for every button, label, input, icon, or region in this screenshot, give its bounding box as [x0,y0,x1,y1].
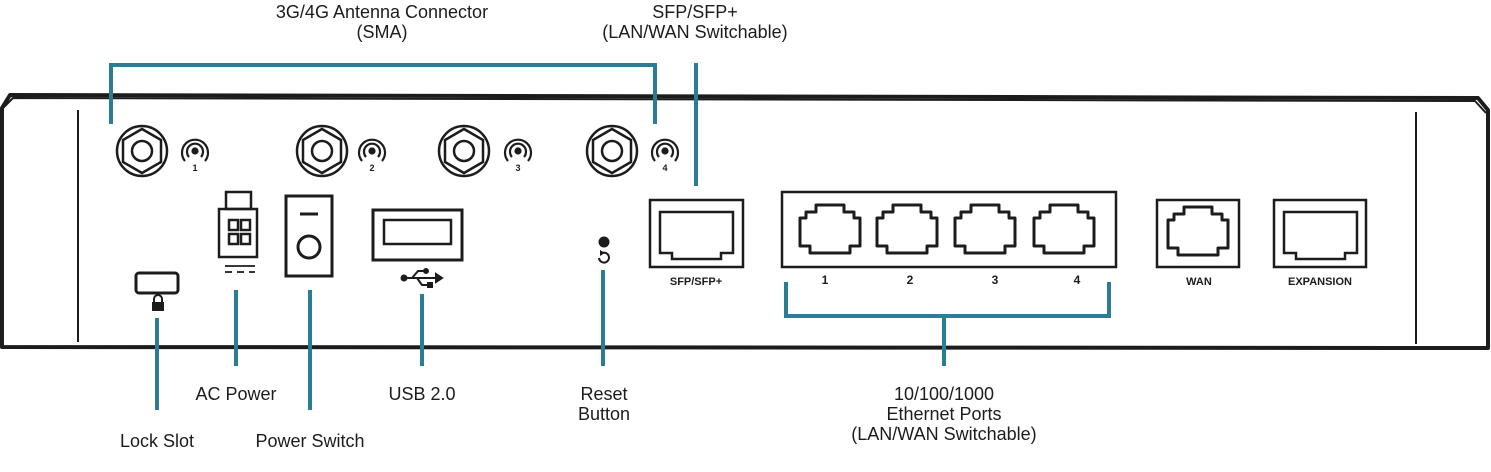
antenna-number-3: 3 [515,163,520,173]
antenna-icon-3 [503,138,533,162]
antenna-callout-line2: (SMA) [356,22,408,42]
wan-port-frame [1155,198,1241,269]
usb-callout: USB 2.0 [362,384,482,404]
sfp-port-label: SFP/SFP+ [670,276,722,288]
ethernet-port-2 [875,203,939,255]
sfp-port [648,198,745,269]
ethernet-port-1 [798,203,862,255]
antenna-number-1: 1 [192,163,197,173]
lan-port-block [780,190,1118,269]
antenna-connector-4 [585,124,639,178]
antenna-leader-line [109,63,657,124]
antenna-connector-1 [115,124,169,178]
lan-port-number-2: 2 [907,273,914,287]
lan-port-number-4: 4 [1074,273,1081,287]
antenna-connector-2 [295,124,349,178]
lock-slot-callout: Lock Slot [97,431,217,451]
usb-port [371,208,464,262]
antenna-callout-line1: 3G/4G Antenna Connector [275,2,489,22]
power-switch-callout-label: Power Switch [255,431,365,451]
expansion-slot [1272,198,1368,269]
reset-callout-line2: Button [577,404,631,424]
ethernet-callout: 10/100/1000 Ethernet Ports (LAN/WAN Swit… [824,384,1064,444]
reset-icon [598,250,610,264]
ethernet-callout-line1: 10/100/1000 [893,384,995,404]
reset-button [598,236,610,248]
reset-callout: Reset Button [553,384,655,424]
wan-ethernet-port [1166,205,1230,257]
antenna-icon-2 [357,138,387,162]
usb-callout-label: USB 2.0 [388,384,456,404]
ethernet-leader-bracket [784,282,1111,318]
chassis [0,93,1490,350]
ethernet-callout-line2: Ethernet Ports [886,404,1002,424]
sfp-callout-line2: (LAN/WAN Switchable) [602,22,788,42]
antenna-icon-4 [650,138,680,162]
antenna-number-2: 2 [369,163,374,173]
antenna-callout: 3G/4G Antenna Connector (SMA) [245,2,519,42]
ethernet-port-4 [1032,203,1096,255]
lan-port-number-1: 1 [822,273,829,287]
lock-slot [134,271,180,295]
ac-power-callout: AC Power [176,384,296,404]
ethernet-port-3 [953,203,1017,255]
antenna-icon-1 [180,138,210,162]
sfp-callout-line1: SFP/SFP+ [652,2,738,22]
reset-callout-line1: Reset [580,384,628,404]
ac-power-callout-label: AC Power [195,384,277,404]
antenna-number-4: 4 [662,163,667,173]
wan-port-label: WAN [1186,276,1212,288]
padlock-icon [152,294,164,311]
expansion-slot-label: EXPANSION [1288,276,1352,288]
ethernet-callout-line3: (LAN/WAN Switchable) [851,424,1037,444]
ac-power-connector [217,190,259,259]
usb-icon [400,268,444,288]
sfp-callout: SFP/SFP+ (LAN/WAN Switchable) [575,2,815,42]
power-switch [284,194,334,278]
lan-port-number-3: 3 [992,273,999,287]
dc-symbol-icon [225,265,255,273]
lock-slot-callout-label: Lock Slot [119,431,195,451]
antenna-connector-3 [437,124,491,178]
power-switch-callout: Power Switch [235,431,385,451]
leader-lines [109,63,1111,410]
